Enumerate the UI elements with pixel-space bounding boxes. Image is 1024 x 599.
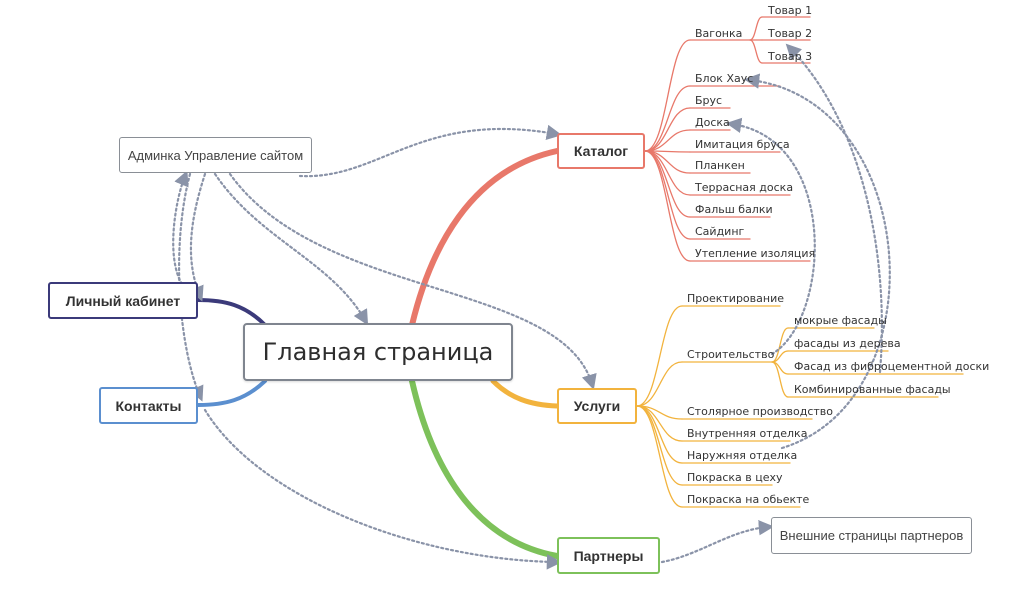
services-subitem-wood-facades[interactable]: фасады из дерева [794,337,901,350]
contacts-node[interactable]: Контакты [99,387,198,424]
catalog-node-label: Каталог [573,143,629,159]
cabinet-node[interactable]: Личный кабинет [48,282,198,319]
branch-lines [196,148,560,559]
catalog-subitem-1[interactable]: Товар 1 [768,4,813,17]
services-item-interior[interactable]: Внутренняя отделка [687,427,808,440]
services-connector [636,405,683,442]
branch-catalog [409,148,560,328]
catalog-connector [644,39,691,152]
link-admin-services [228,172,597,390]
catalog-item-false-beams[interactable]: Фальш балки [695,203,773,216]
catalog-node[interactable]: Каталог [557,133,645,169]
catalog-connector [644,150,691,240]
services-connector [636,405,683,508]
catalog-item-blockhouse[interactable]: Блок Хаус [695,72,754,85]
admin-node[interactable]: Админка Управление сайтом [119,137,312,173]
link-admin-catalog [298,124,563,178]
catalog-item-doska[interactable]: Доска [695,116,730,129]
services-subitem-wet-facades[interactable]: мокрые фасады [794,314,887,327]
catalog-item-terrace[interactable]: Террасная доска [695,181,794,194]
catalog-item-planken[interactable]: Планкен [695,159,745,172]
services-item-design[interactable]: Проектирование [687,292,784,305]
branch-partners [409,378,560,559]
link-exterior-blockhouse [743,73,891,450]
admin-node-label: Админка Управление сайтом [127,147,304,163]
cabinet-node-label: Личный кабинет [65,292,181,309]
partners-node[interactable]: Партнеры [557,537,660,574]
link-contacts-partners [203,408,563,570]
services-item-paint-site[interactable]: Покраска на обьекте [687,493,810,506]
services-sub-connector [771,327,789,363]
services-node-label: Услуги [573,398,621,414]
services-item-joinery[interactable]: Столярное производство [687,405,834,418]
catalog-connector [644,107,691,152]
services-connector [636,361,683,407]
catalog-item-vagonka[interactable]: Вагонка [695,27,743,40]
catalog-item-imitation[interactable]: Имитация бруса [695,138,790,151]
leaf-lines [636,16,964,508]
services-node[interactable]: Услуги [557,388,637,424]
link-fibrocement-tovar [785,43,883,374]
link-construction-doska [725,117,816,356]
services-item-paint-shop[interactable]: Покраска в цеху [687,471,783,484]
root-node-label: Главная страница [262,338,494,366]
partners-external-label: Внешние страницы партнеров [779,528,964,543]
relationship-links [172,43,891,570]
contacts-node-label: Контакты [115,397,182,414]
partners-external-node[interactable]: Внешние страницы партнеров [771,517,972,554]
services-sub-connector [771,361,789,398]
catalog-subitem-2[interactable]: Товар 2 [768,27,813,40]
link-admin-root [213,172,369,326]
services-item-exterior[interactable]: Наружняя отделка [687,449,798,462]
services-subitem-fibrocement[interactable]: Фасад из фиброцементной доски [794,360,990,373]
link-partners-external [660,520,775,564]
catalog-item-insulation[interactable]: Утепление изоляция [695,247,816,260]
catalog-connector [644,150,691,196]
catalog-sub-connector [749,16,763,41]
partners-node-label: Партнеры [573,547,644,564]
catalog-connector [644,150,691,262]
services-subitem-combined[interactable]: Комбинированные фасады [794,383,951,396]
link-cabinet-admin [172,170,198,300]
services-item-construction[interactable]: Строительство [687,348,775,361]
catalog-sub-connector [749,39,763,64]
services-connector [636,405,683,486]
branch-cabinet [196,298,267,327]
services-connector [636,305,683,407]
root-node[interactable]: Главная страница [243,323,513,381]
catalog-item-siding[interactable]: Сайдинг [695,225,745,238]
catalog-subitem-3[interactable]: Товар 3 [768,50,813,63]
catalog-connector [644,85,691,152]
link-admin-contacts [178,172,204,402]
branch-contacts [196,379,267,407]
branch-services [490,378,560,409]
catalog-item-brus[interactable]: Брус [695,94,723,107]
link-admin-cabinet [189,172,207,302]
